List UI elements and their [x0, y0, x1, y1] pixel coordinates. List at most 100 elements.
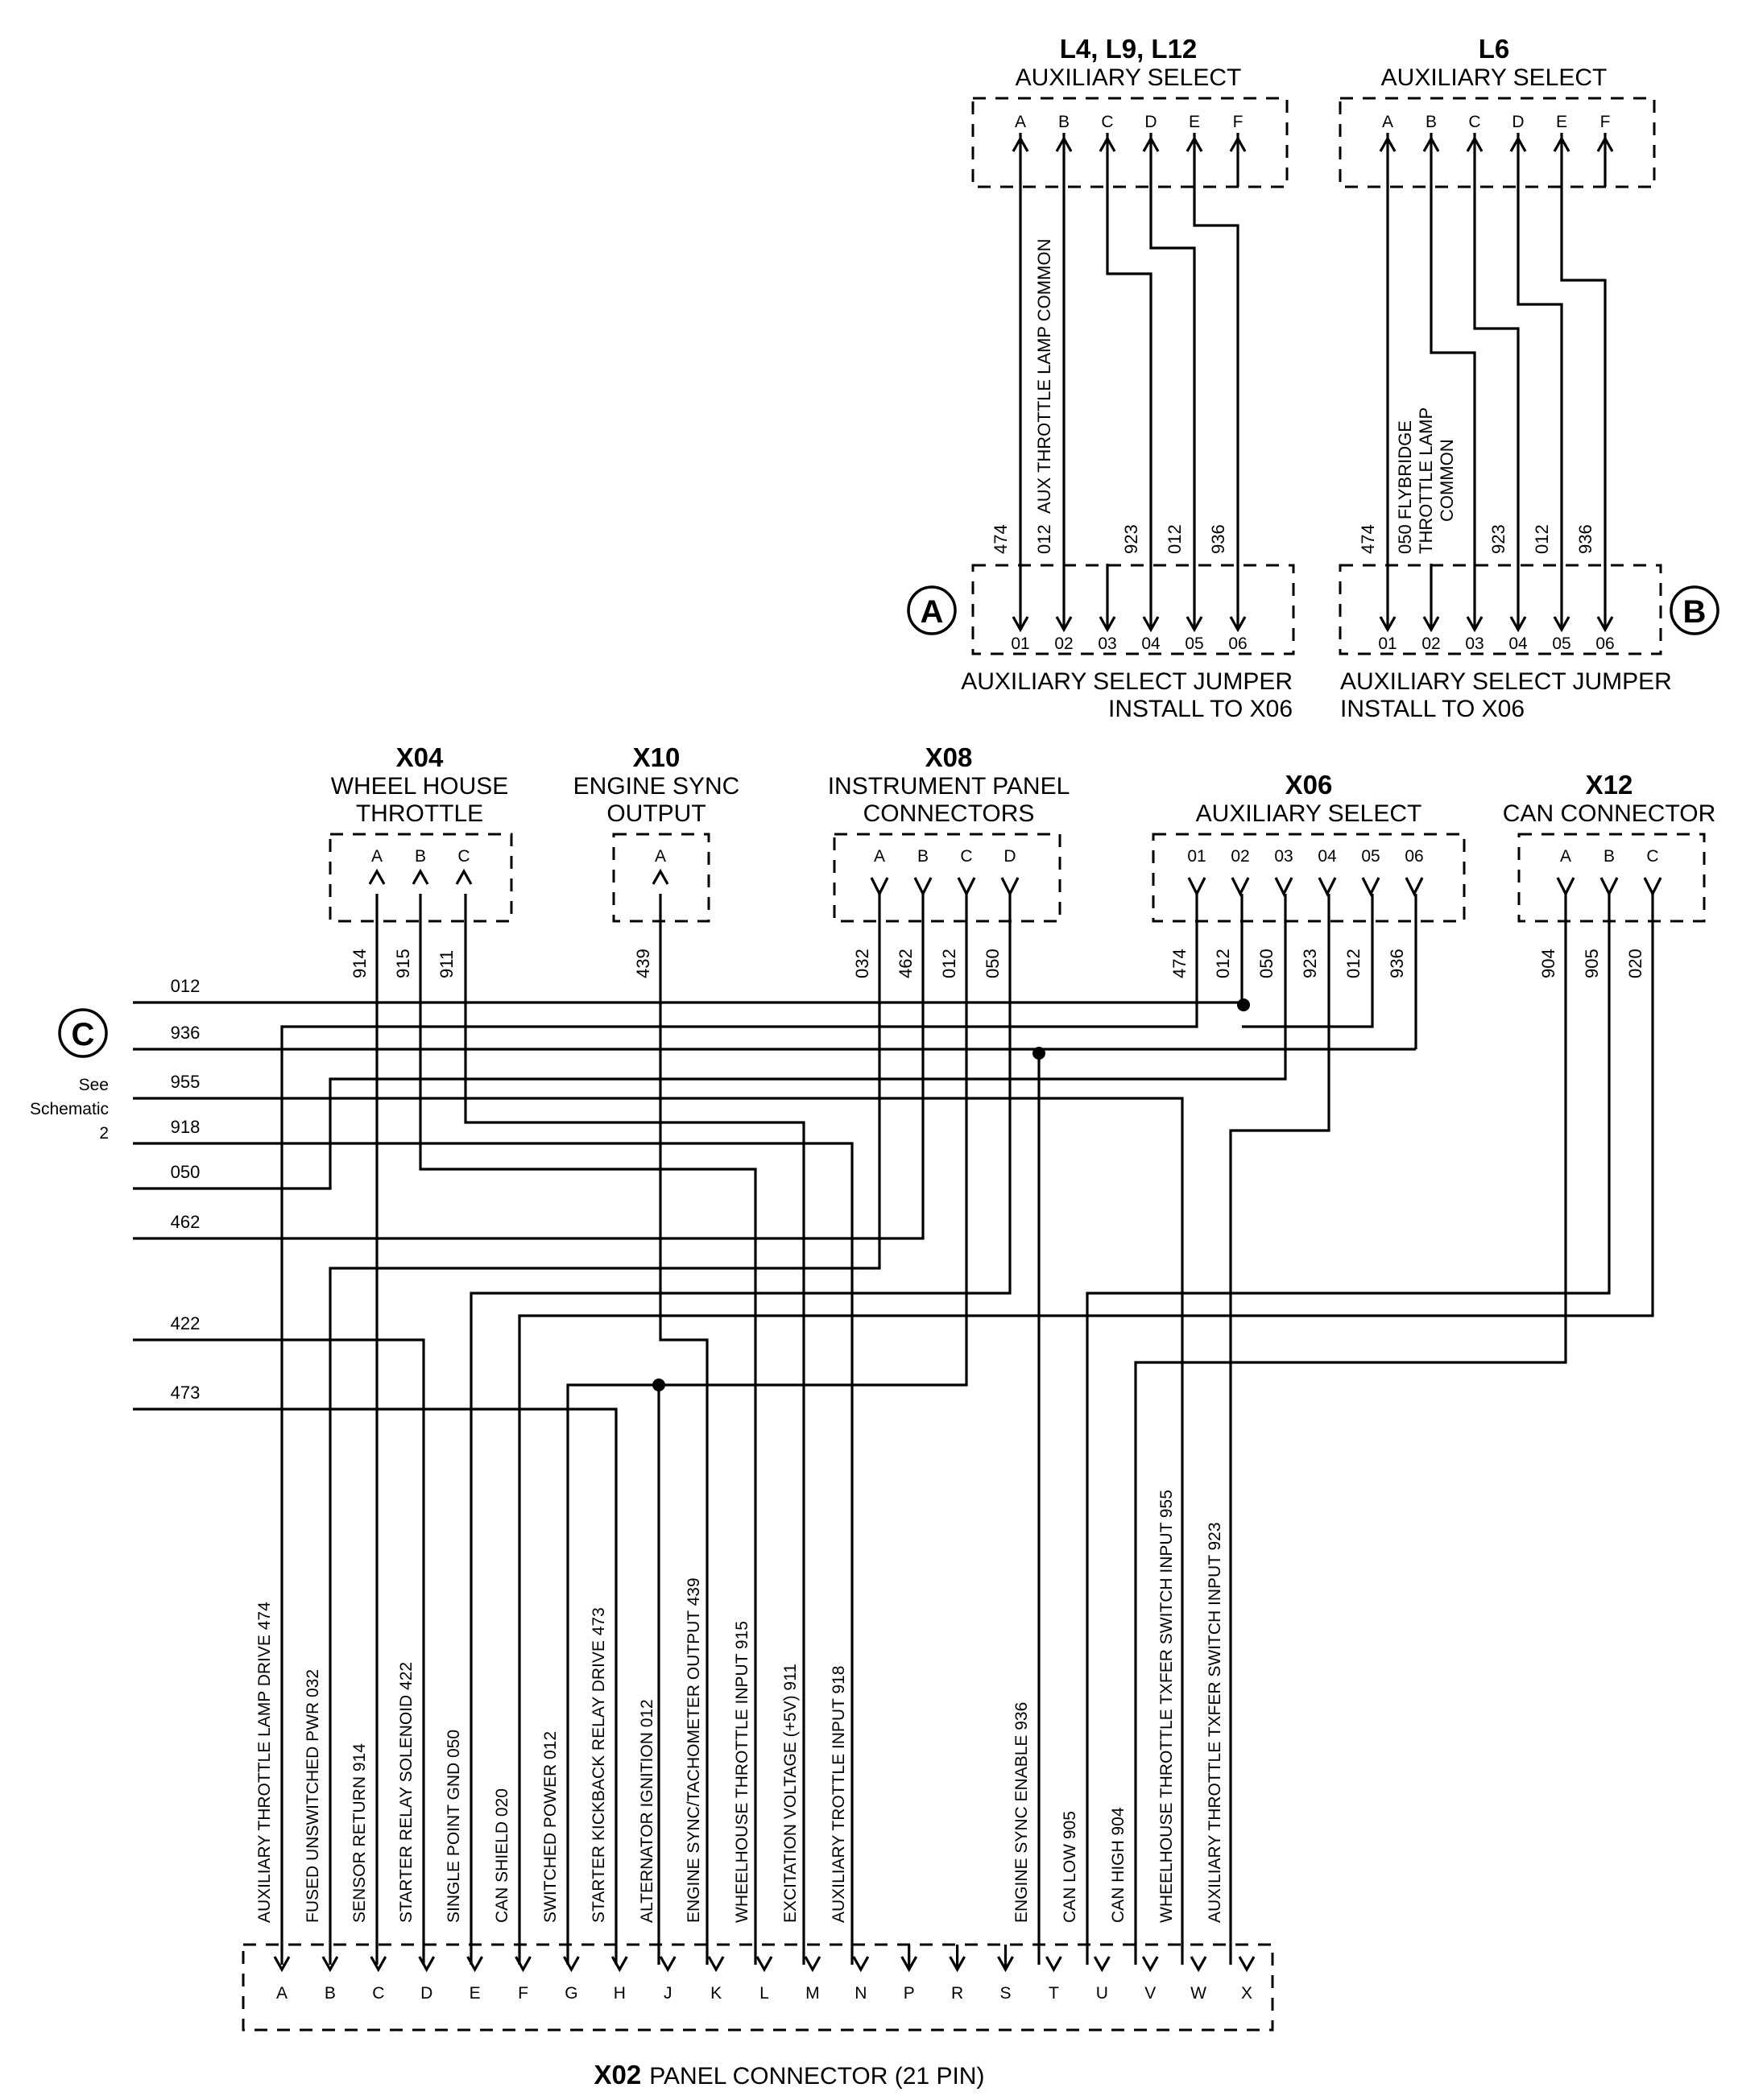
harness-wiring	[133, 894, 1654, 1965]
wire-label: 032	[852, 949, 872, 978]
wire-label: 462	[896, 949, 916, 978]
receptacle-mark	[913, 877, 933, 897]
arrow-down-mark	[1141, 1956, 1159, 1973]
wire-050-x06	[133, 894, 1287, 1190]
connector-x02-subtitle: PANEL CONNECTOR (21 PIN)	[649, 2063, 984, 2090]
connector-pin-label: B	[325, 1984, 336, 2003]
connector-pin-label: A	[1382, 113, 1393, 131]
connector-pin-label: C	[1468, 113, 1480, 131]
arrow-down-mark	[418, 1956, 436, 1973]
arrow-down-mark	[707, 1956, 725, 1973]
arrow-up-mark	[368, 868, 386, 885]
wire-label: 473	[171, 1383, 201, 1403]
x02-function-label: ALTERNATOR IGNITION 012	[638, 1699, 656, 1923]
x02-function-label: CAN SHIELD 020	[493, 1788, 511, 1923]
x02-function-label: WHEELHOUSE THROTTLE INPUT 915	[733, 1621, 751, 1923]
junction-dot-936	[1032, 1047, 1045, 1060]
wire-label: 936	[1387, 949, 1407, 978]
wire-label: 012	[1165, 524, 1185, 554]
connector-pin-label: E	[1556, 113, 1567, 131]
wire-label: 474	[991, 524, 1011, 554]
connector-pin-label: X	[1241, 1984, 1252, 2003]
jumper-a-note: AUX THROTTLE LAMP COMMON	[1034, 239, 1054, 514]
svg-text:B: B	[1683, 594, 1707, 630]
connector-pin-label: U	[1096, 1984, 1108, 2003]
x02-function-label: WHEELHOUSE THROTTLE TXFER SWITCH INPUT 9…	[1157, 1490, 1176, 1923]
x02-function-label: ENGINE SYNC ENABLE 936	[1012, 1702, 1031, 1923]
connector-pin-label: 02	[1231, 847, 1249, 866]
connector-pin-label: W	[1190, 1984, 1206, 2003]
jumper-b-wires	[1386, 133, 1607, 630]
connector-pin-label: A	[655, 847, 666, 866]
see-schematic-line1: See	[79, 1076, 109, 1094]
x02-function-label: FUSED UNSWITCHED PWR 032	[304, 1669, 322, 1923]
connector-x08-housing	[833, 833, 1061, 923]
connector-pin-label: D	[1512, 113, 1524, 131]
arrow-down-mark	[321, 1956, 339, 1973]
arrow-up-mark	[412, 868, 429, 885]
wire-915	[419, 894, 757, 1965]
wire-label: 474	[1169, 949, 1190, 978]
callout-c: C	[58, 1008, 108, 1058]
x02-function-label: STARTER KICKBACK RELAY DRIVE 473	[590, 1607, 608, 1923]
wire-l6d-j05	[1517, 133, 1563, 630]
receptacle-mark	[1000, 877, 1020, 897]
arrow-up-mark	[652, 868, 669, 885]
wire-label: 923	[1300, 949, 1320, 978]
arrow-down-mark	[515, 1956, 532, 1973]
connector-pin-label: 03	[1274, 847, 1293, 866]
jumper-b-note-line3: COMMON	[1437, 439, 1457, 522]
wire-020	[518, 894, 1654, 1965]
connector-pin-label: S	[999, 1984, 1011, 2003]
wire-905	[1086, 894, 1611, 1965]
junction-dot-012-x08	[652, 1379, 665, 1391]
connector-pin-label: A	[1015, 113, 1026, 131]
wire-911	[464, 894, 805, 1965]
wire-label: 439	[633, 949, 653, 978]
connector-x08-subtitle-line1: INSTRUMENT PANEL	[828, 773, 1070, 800]
connector-x04-subtitle-line2: THROTTLE	[356, 800, 483, 827]
receptacle-mark	[1274, 877, 1293, 897]
x02-function-label: SENSOR RETURN 914	[350, 1743, 369, 1923]
arrow-up-mark	[455, 868, 473, 885]
jumper-b-caption-line1: AUXILIARY SELECT JUMPER	[1340, 668, 1672, 695]
jumper-b-caption-line2: INSTALL TO X06	[1340, 696, 1525, 722]
connector-x10-title: X10	[633, 742, 681, 772]
x02-function-label: AUXILIARY THROTTLE LAMP DRIVE 474	[255, 1602, 274, 1923]
see-schematic-line3: 2	[99, 1124, 109, 1143]
connector-x04-housing	[329, 833, 513, 923]
receptacle-mark	[1556, 877, 1575, 897]
wire-422	[133, 1338, 425, 1965]
x02-function-label: AUXILIARY TROTTLE INPUT 918	[830, 1666, 848, 1923]
wire-923	[1229, 894, 1330, 1965]
see-schematic-line2: Schematic	[30, 1100, 109, 1118]
wire-label: 050	[1256, 949, 1277, 978]
arrow-down-mark	[852, 1956, 870, 1973]
connector-l6-title: L6	[1479, 34, 1510, 64]
connector-pin-label: C	[1101, 113, 1113, 131]
wire-label: 936	[1208, 524, 1228, 554]
arrow-down-mark	[466, 1956, 483, 1973]
connector-pin-label: M	[805, 1984, 820, 2003]
connector-x12-title: X12	[1586, 770, 1633, 800]
jumper-b-note-line2: THROTTLE LAMP	[1416, 407, 1436, 554]
wire-label: 012	[1343, 949, 1364, 978]
wire-label: 012	[171, 976, 201, 996]
wire-label: 936	[171, 1023, 201, 1043]
wire-l4c-j04	[1106, 133, 1152, 630]
jumper-a-caption-line1: AUXILIARY SELECT JUMPER	[961, 668, 1293, 695]
connector-x10-subtitle-line2: OUTPUT	[606, 800, 706, 827]
connector-pin-label: C	[457, 847, 470, 866]
wire-032	[329, 894, 881, 1965]
jumper-b-wire-labels: 474 050 FLYBRIDGE THROTTLE LAMP COMMON 9…	[1358, 407, 1595, 554]
connector-pin-label: A	[371, 847, 383, 866]
connector-pin-label: 05	[1361, 847, 1380, 866]
wire-label: 923	[1488, 524, 1508, 554]
connector-pin-label: 04	[1318, 847, 1337, 866]
wire-918	[133, 1142, 854, 1965]
arrow-down-mark	[370, 1956, 387, 1973]
